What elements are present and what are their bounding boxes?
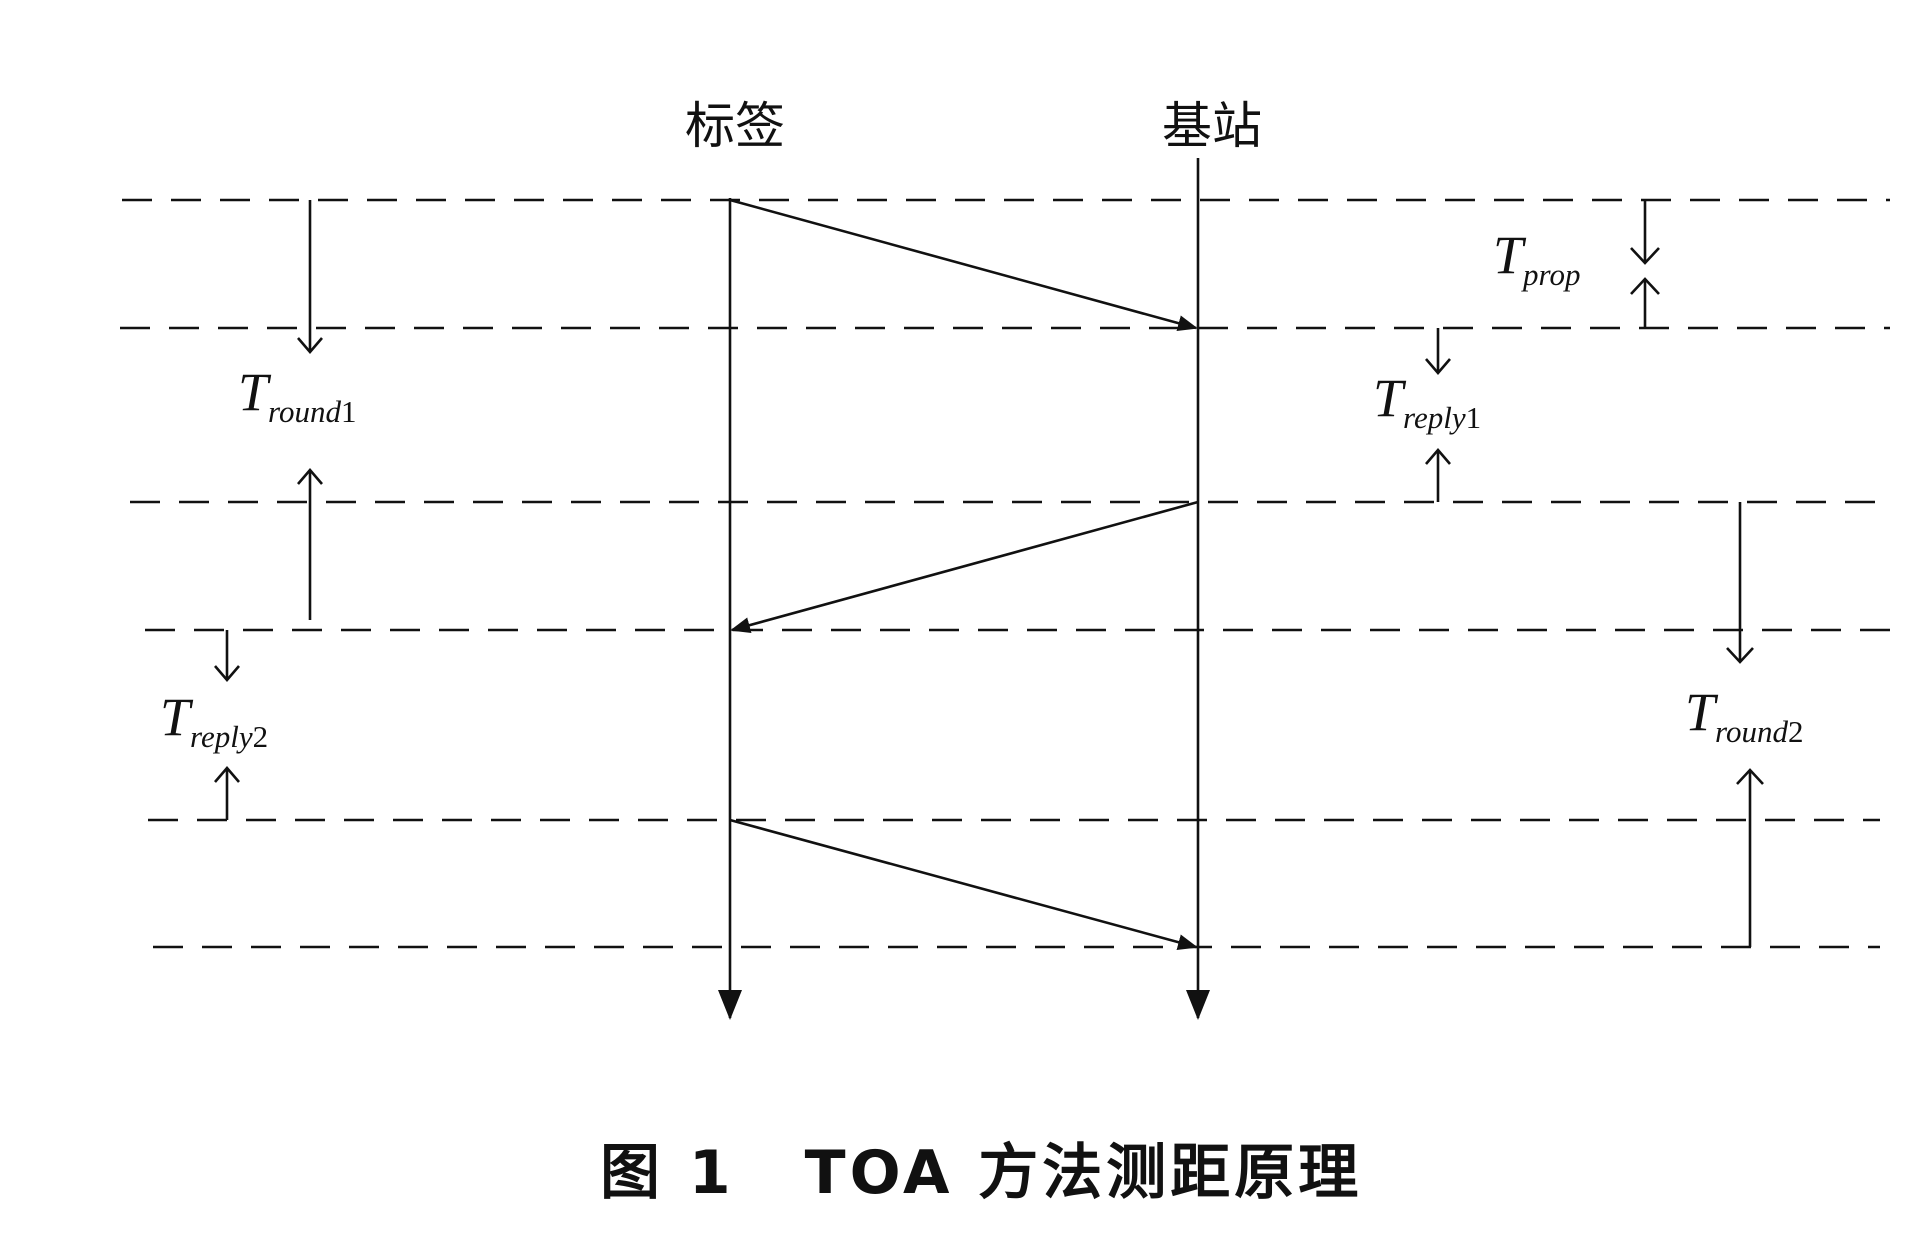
t-round1-marker xyxy=(297,200,323,620)
t-round2-label: Tround2 xyxy=(1685,682,1803,749)
t-prop-label: Tprop xyxy=(1493,225,1580,292)
t-reply1-marker xyxy=(1425,328,1451,502)
base-station-label: 基站 xyxy=(1162,97,1262,155)
t-reply2-marker xyxy=(214,630,240,820)
figure-title: TOA 方法测距原理 xyxy=(805,1138,1363,1208)
t-round2-marker xyxy=(1726,502,1764,947)
figure-caption: 图 1 TOA 方法测距原理 xyxy=(600,1138,1362,1208)
t-reply1-label: Treply1 xyxy=(1373,368,1481,435)
message-arrow-3 xyxy=(729,818,1198,950)
t-reply2-label: Treply2 xyxy=(160,687,268,754)
message-arrow-2 xyxy=(730,500,1199,633)
t-prop-marker xyxy=(1630,200,1660,328)
tag-label: 标签 xyxy=(685,97,785,155)
t-round1-label: Tround1 xyxy=(238,362,356,429)
figure-number: 图 1 xyxy=(600,1138,735,1208)
message-arrow-1 xyxy=(729,198,1198,331)
